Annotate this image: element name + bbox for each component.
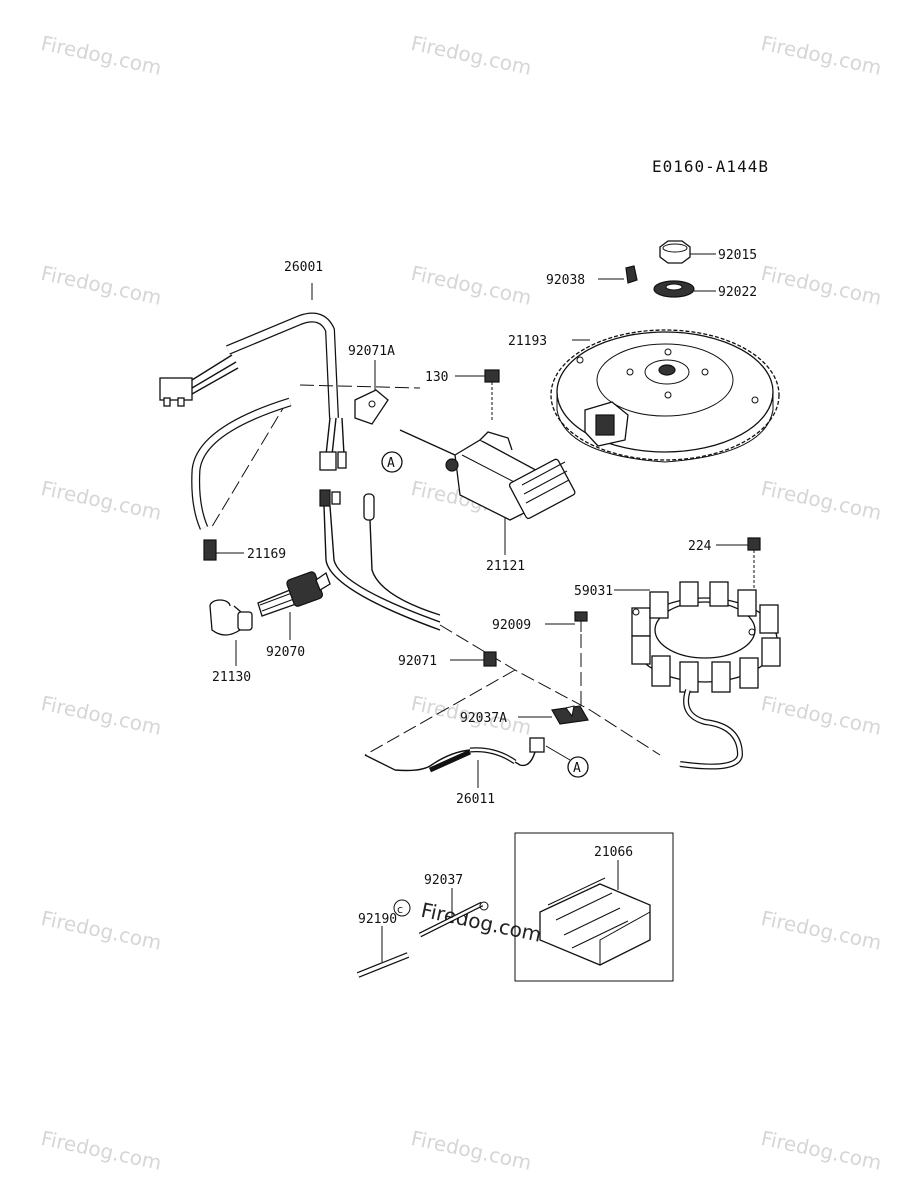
ignition-coil-21121	[399, 429, 576, 555]
part-label-21121: 21121	[486, 559, 525, 574]
clamp-92037	[418, 888, 489, 938]
part-label-92038: 92038	[546, 273, 585, 288]
watermark-text: Firedog.com	[39, 906, 164, 955]
diagram-code: E0160-A144B	[652, 157, 769, 176]
stator-59031	[614, 581, 781, 770]
part-label-92070: 92070	[266, 645, 305, 660]
callout-a-label: A	[387, 456, 395, 471]
part-label-92071A: 92071A	[348, 344, 395, 359]
part-label-224: 224	[688, 539, 712, 554]
watermark-text: Firedog.com	[39, 1126, 164, 1175]
spark-plug-terminal-21169	[203, 539, 244, 561]
watermark-text: Firedog.com	[759, 906, 884, 955]
watermark-text: Firedog.com	[39, 691, 164, 740]
part-label-21193: 21193	[508, 334, 547, 349]
part-label-92009: 92009	[492, 618, 531, 633]
key-92038	[598, 265, 638, 284]
part-label-26001: 26001	[284, 260, 323, 275]
plug-cap-21130	[209, 599, 253, 666]
lead-wire-26011	[364, 737, 571, 788]
part-label-21066: 21066	[594, 845, 633, 860]
watermark-text: Firedog.com	[409, 31, 534, 80]
spark-plug-92070	[257, 571, 331, 640]
part-label-92037: 92037	[424, 873, 463, 888]
watermark-text: Firedog.com	[39, 261, 164, 310]
watermark-text: Firedog.com	[759, 476, 884, 525]
bracket-92071A	[354, 360, 389, 425]
bolt-130	[455, 369, 500, 420]
part-label-59031: 59031	[574, 584, 613, 599]
screw-92009	[545, 611, 588, 705]
bracket-92037A	[518, 705, 589, 725]
wire-harness-26001	[159, 283, 347, 471]
copyright-icon	[393, 899, 411, 917]
tube-92190	[356, 926, 410, 978]
part-label-130: 130	[425, 370, 448, 385]
watermark-text: Firedog.com	[759, 1126, 884, 1175]
watermark-text: Firedog.com	[759, 261, 884, 310]
flywheel-21193	[550, 329, 780, 463]
watermark-layer: Firedog.com Firedog.com Firedog.com Fire…	[39, 31, 884, 1175]
watermark-text: Firedog.com	[759, 691, 884, 740]
part-label-92071: 92071	[398, 654, 437, 669]
watermark-text: Firedog.com	[409, 261, 534, 310]
watermark-text: Firedog.com	[39, 31, 164, 80]
copyright-glyph: c	[397, 903, 403, 916]
part-label-92037A: 92037A	[460, 711, 507, 726]
wire-bundle	[319, 489, 441, 631]
part-label-21169: 21169	[247, 547, 286, 562]
watermark-text: Firedog.com	[39, 476, 164, 525]
nut-92015	[659, 240, 716, 264]
part-label-92190: 92190	[358, 912, 397, 927]
part-label-92015: 92015	[718, 248, 757, 263]
callout-a-icon	[381, 451, 403, 473]
ignition-lead-tube	[191, 397, 292, 530]
part-label-26011: 26011	[456, 792, 495, 807]
part-label-21130: 21130	[212, 670, 251, 685]
washer-92022	[653, 280, 716, 298]
watermark-text: Firedog.com	[759, 31, 884, 80]
clip-92071	[450, 651, 497, 667]
part-label-92022: 92022	[718, 285, 757, 300]
watermark-text: Firedog.com	[409, 1126, 534, 1175]
regulator-21066	[514, 832, 674, 982]
callout-a-label-2: A	[573, 761, 581, 776]
callout-a-icon-2	[567, 756, 589, 778]
